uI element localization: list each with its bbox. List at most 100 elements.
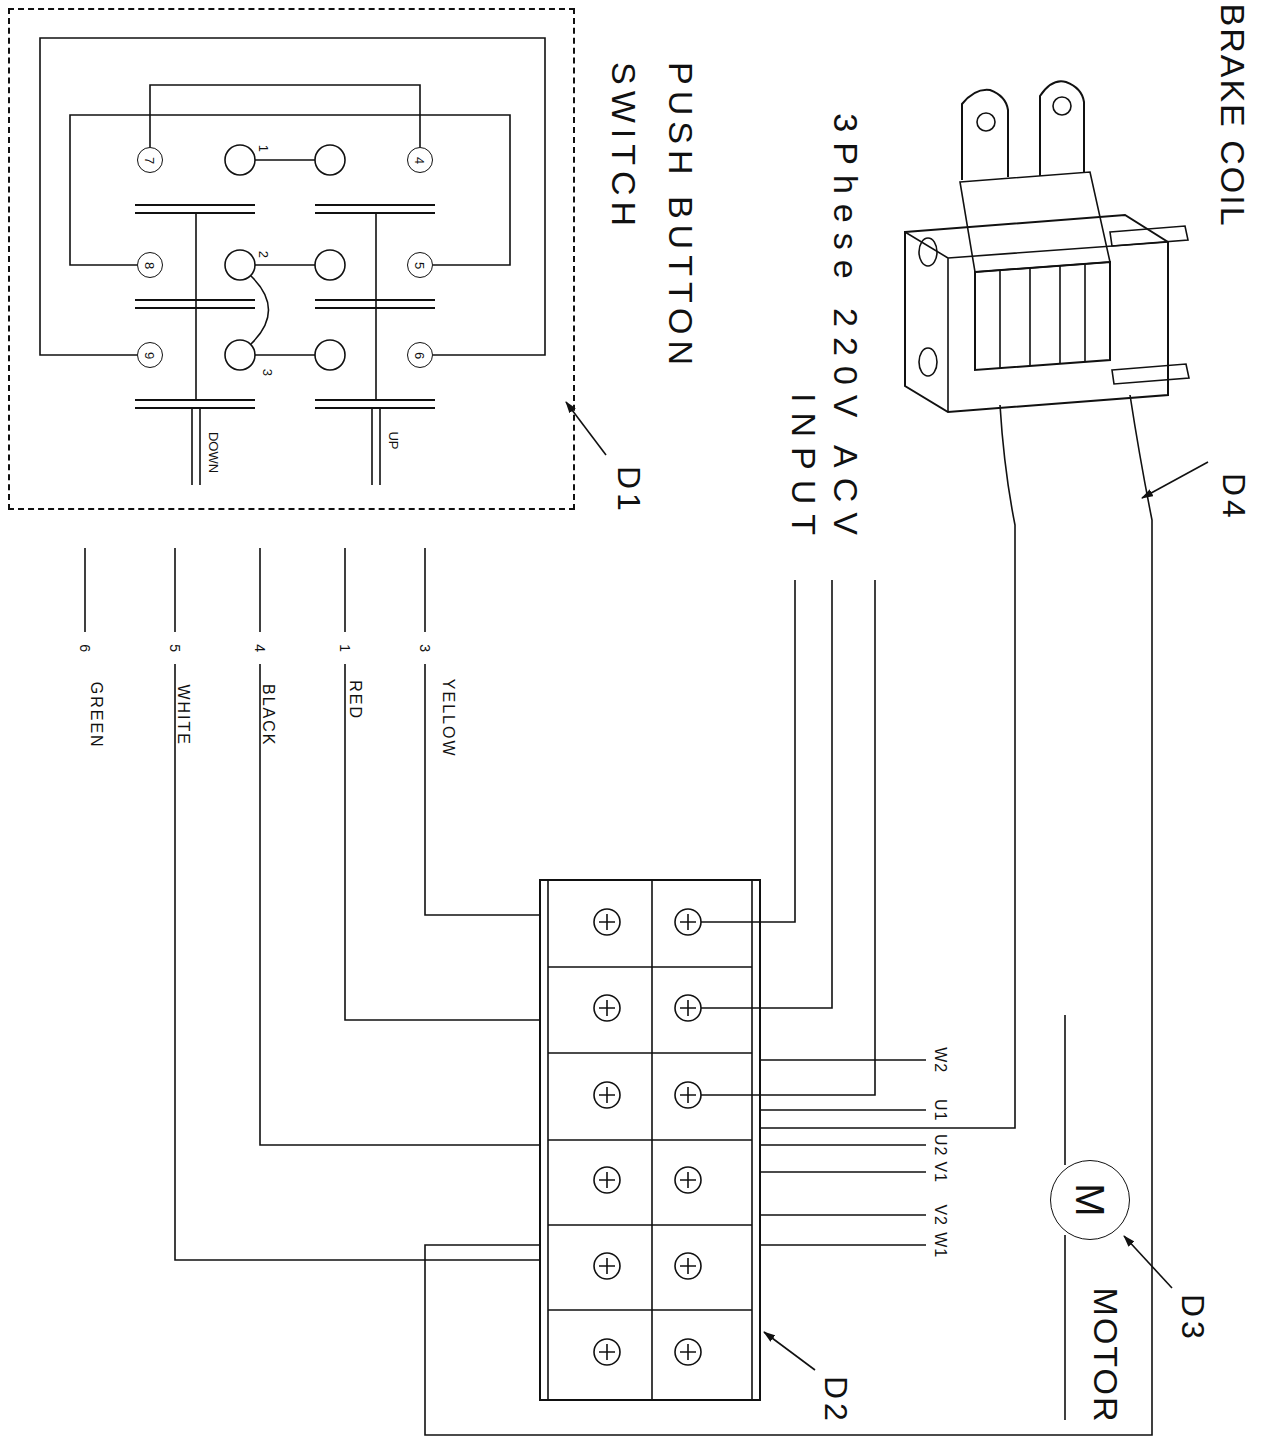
pin-number: 5 [413, 261, 426, 268]
motor-lead [760, 1060, 926, 1245]
pin-number: 8 [143, 261, 156, 268]
lead-name: V2 [931, 1204, 949, 1226]
cable-wire [175, 664, 540, 1260]
coil-winding [975, 262, 1110, 370]
callout-number: D4 [1215, 472, 1252, 521]
coil-tab [1110, 226, 1189, 384]
terminal-screw [594, 1339, 620, 1365]
button-label: UP [385, 431, 400, 449]
clevis-hole [977, 113, 995, 131]
pin-number: 7 [143, 156, 156, 163]
screw-cross [680, 1258, 696, 1274]
terminal-screw [675, 1339, 701, 1365]
wire-color: BLACK [259, 684, 277, 746]
terminal-block [540, 880, 760, 1400]
mounting-slot [919, 348, 937, 376]
screw-cross [680, 1344, 696, 1360]
callout-number: D3 [1174, 1293, 1211, 1342]
clevis-ear [962, 90, 1008, 180]
coil-core [960, 172, 1110, 272]
component-heading: PUSH BUTTON SWITCH [595, 62, 709, 422]
contact-number: 2 [255, 250, 270, 257]
clevis-hole [1053, 97, 1071, 115]
terminal-screw [594, 1253, 620, 1279]
cable-wire [425, 664, 540, 915]
cable-wire [85, 548, 425, 632]
lead-name: V1 [931, 1161, 949, 1183]
screw-cross [680, 1000, 696, 1016]
callout-number: D2 [817, 1375, 854, 1424]
lead-name: U2 [931, 1134, 949, 1156]
terminal-screw [675, 995, 701, 1021]
screw-cross [599, 1258, 615, 1274]
terminal-screws [594, 909, 701, 1365]
leader-line [764, 1332, 815, 1370]
wire-color: YELLOW [438, 679, 456, 758]
wire-number: 3 [417, 644, 433, 652]
switch-housing: 748596PUSH BUTTON SWITCH [8, 8, 575, 510]
contact-terminal [225, 250, 255, 280]
wire-color: GREEN [86, 682, 104, 749]
coil-winding-lines [1000, 264, 1085, 368]
terminal-block-divisions [548, 880, 752, 1400]
leader-line [566, 402, 606, 455]
cable-wire [345, 664, 540, 1020]
supply-wire [701, 580, 832, 1008]
terminal-pin: 7 [137, 147, 163, 173]
terminal-screw [594, 995, 620, 1021]
clevis-ear [1040, 81, 1084, 176]
motor-symbol: M [1050, 1160, 1130, 1240]
contact-terminal [315, 340, 345, 370]
supply-label: 3Phese 220V ACV INPUT [783, 45, 867, 545]
supply-wire [701, 580, 875, 1095]
supply-wire [701, 580, 795, 922]
brake-wire [425, 395, 1152, 1435]
button-stem [372, 213, 380, 485]
jumper-wire [251, 276, 269, 344]
wire-color: WHITE [174, 684, 192, 746]
mounting-slot [919, 238, 937, 266]
coil-frame-edge [905, 232, 1168, 412]
switch-wire [70, 115, 510, 265]
motor-letter: M [1070, 1183, 1110, 1216]
leader-line [1124, 1236, 1172, 1288]
terminal-screw [675, 1082, 701, 1108]
screw-cross [680, 1172, 696, 1188]
wire-number: 6 [77, 644, 93, 652]
wire-number: 4 [252, 644, 268, 652]
contact-terminal [225, 340, 255, 370]
contact-bar [135, 205, 435, 408]
pin-number: 9 [143, 351, 156, 358]
terminal-screw [594, 1167, 620, 1193]
screw-cross [599, 914, 615, 930]
cable-wire [260, 664, 540, 1145]
contact-number: 1 [255, 144, 270, 151]
screw-cross [599, 1344, 615, 1360]
contact-number: 3 [259, 368, 274, 375]
screw-cross [599, 1000, 615, 1016]
callout-number: D1 [610, 465, 647, 514]
terminal-screw [675, 1167, 701, 1193]
terminal-screw [594, 909, 620, 935]
pin-number: 6 [413, 351, 426, 358]
contact-terminal [225, 145, 255, 175]
screw-cross [680, 1087, 696, 1103]
terminal-pin: 5 [407, 252, 433, 278]
terminal-pin: 9 [137, 342, 163, 368]
screw-cross [599, 1087, 615, 1103]
lead-name: W2 [931, 1047, 949, 1073]
lead-name: U1 [931, 1099, 949, 1121]
component-name: MOTOR [1085, 1287, 1124, 1423]
terminal-screw [675, 1253, 701, 1279]
terminal-screw [594, 1082, 620, 1108]
terminal-pin: 4 [407, 147, 433, 173]
contact-terminal [315, 250, 345, 280]
screw-cross [680, 914, 696, 930]
wire-number: 5 [167, 644, 183, 652]
pin-number: 4 [413, 156, 426, 163]
terminal-screw [675, 909, 701, 935]
switch-wire [40, 38, 545, 355]
wire-color: RED [346, 680, 364, 720]
component-name: BRAKE COIL [1212, 3, 1251, 227]
